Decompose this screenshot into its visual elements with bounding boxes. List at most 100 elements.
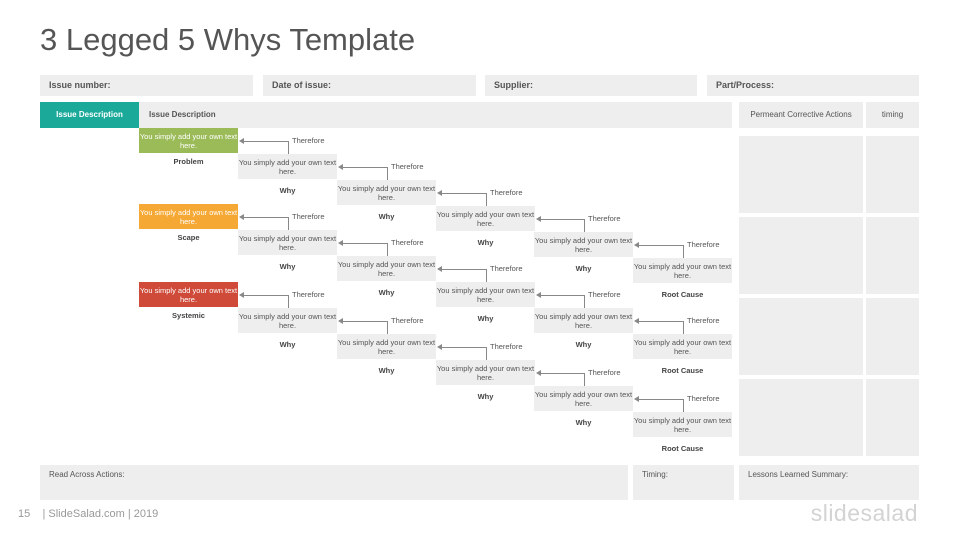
why-box[interactable]: You simply add your own text here. [337,334,436,359]
therefore-label: Therefore [588,290,621,299]
why-label: Why [279,262,296,271]
why-label: Why [575,418,592,427]
corrective-action-cell[interactable] [739,217,863,294]
arrow-line [342,321,387,322]
slidesalad-logo: slidesalad [810,500,918,526]
start-box[interactable]: You simply add your own text here. [139,204,238,229]
timing-header: timing [866,102,919,128]
arrow-line [540,295,584,296]
arrow-line [288,141,289,154]
why-label: Why [575,340,592,349]
arrow-line [638,245,683,246]
why-box[interactable]: You simply add your own text here. [337,256,436,281]
why-box[interactable]: You simply add your own text here. [633,258,732,283]
why-box[interactable]: You simply add your own text here. [633,412,732,437]
supplier-field[interactable]: Supplier: [485,75,697,96]
arrow-line [441,347,486,348]
arrow-head-icon [239,214,244,220]
arrow-head-icon [634,318,639,324]
why-box[interactable]: You simply add your own text here. [337,180,436,205]
corrective-action-cell[interactable] [739,136,863,213]
slide-title: 3 Legged 5 Whys Template [40,22,416,57]
why-box[interactable]: You simply add your own text here. [436,206,535,231]
why-box[interactable]: You simply add your own text here. [534,386,633,411]
arrow-line [540,373,584,374]
arrow-head-icon [338,318,343,324]
arrow-line [638,399,683,400]
therefore-label: Therefore [490,264,523,273]
why-box[interactable]: You simply add your own text here. [436,360,535,385]
date-of-issue-field[interactable]: Date of issue: [263,75,476,96]
arrow-line [288,217,289,230]
therefore-label: Therefore [490,188,523,197]
arrow-line [342,243,387,244]
bottom-timing-field[interactable]: Timing: [633,465,734,500]
why-label: Why [477,238,494,247]
arrow-line [683,245,684,258]
why-box[interactable]: You simply add your own text here. [436,282,535,307]
footer: 15 | SlideSalad.com | 2019 [18,508,158,520]
root-cause-label: Root Cause [661,444,704,453]
therefore-label: Therefore [292,136,325,145]
arrow-line [288,295,289,308]
therefore-label: Therefore [588,368,621,377]
why-box[interactable]: You simply add your own text here. [534,308,633,333]
timing-cell[interactable] [866,298,919,375]
corrective-action-cell[interactable] [739,379,863,456]
arrow-head-icon [536,292,541,298]
therefore-label: Therefore [687,316,720,325]
timing-cell[interactable] [866,136,919,213]
issue-description-field[interactable]: Issue Description [139,102,732,128]
timing-cell[interactable] [866,217,919,294]
issue-description-tab: Issue Description [40,102,139,128]
why-box[interactable]: You simply add your own text here. [633,334,732,359]
start-box[interactable]: You simply add your own text here. [139,128,238,153]
therefore-label: Therefore [687,240,720,249]
why-label: Why [378,212,395,221]
arrow-line [243,217,288,218]
part-process-field[interactable]: Part/Process: [707,75,919,96]
why-box[interactable]: You simply add your own text here. [534,232,633,257]
arrow-head-icon [338,240,343,246]
lessons-learned-field[interactable]: Lessons Learned Summary: [739,465,919,500]
arrow-head-icon [239,138,244,144]
why-label: Why [279,186,296,195]
arrow-head-icon [536,370,541,376]
arrow-line [584,219,585,232]
why-box[interactable]: You simply add your own text here. [238,154,337,179]
arrow-line [584,373,585,386]
arrow-line [243,295,288,296]
arrow-line [441,193,486,194]
why-box[interactable]: You simply add your own text here. [238,230,337,255]
leg-label: Problem [173,157,204,166]
why-label: Why [477,392,494,401]
corrective-action-cell[interactable] [739,298,863,375]
read-across-actions-field[interactable]: Read Across Actions: [40,465,628,500]
therefore-label: Therefore [588,214,621,223]
arrow-line [243,141,288,142]
start-box[interactable]: You simply add your own text here. [139,282,238,307]
arrow-line [683,321,684,334]
root-cause-label: Root Cause [661,366,704,375]
therefore-label: Therefore [292,290,325,299]
timing-cell[interactable] [866,379,919,456]
therefore-label: Therefore [292,212,325,221]
why-box[interactable]: You simply add your own text here. [238,308,337,333]
leg-label: Systemic [172,311,205,320]
issue-number-field[interactable]: Issue number: [40,75,253,96]
arrow-head-icon [437,344,442,350]
arrow-line [342,167,387,168]
arrow-line [683,399,684,412]
arrow-head-icon [437,190,442,196]
arrow-head-icon [338,164,343,170]
footer-text: | SlideSalad.com | 2019 [42,508,159,520]
arrow-line [638,321,683,322]
why-label: Why [477,314,494,323]
therefore-label: Therefore [490,342,523,351]
why-label: Why [378,288,395,297]
arrow-line [486,193,487,206]
therefore-label: Therefore [687,394,720,403]
arrow-head-icon [536,216,541,222]
arrow-head-icon [634,396,639,402]
arrow-line [441,269,486,270]
